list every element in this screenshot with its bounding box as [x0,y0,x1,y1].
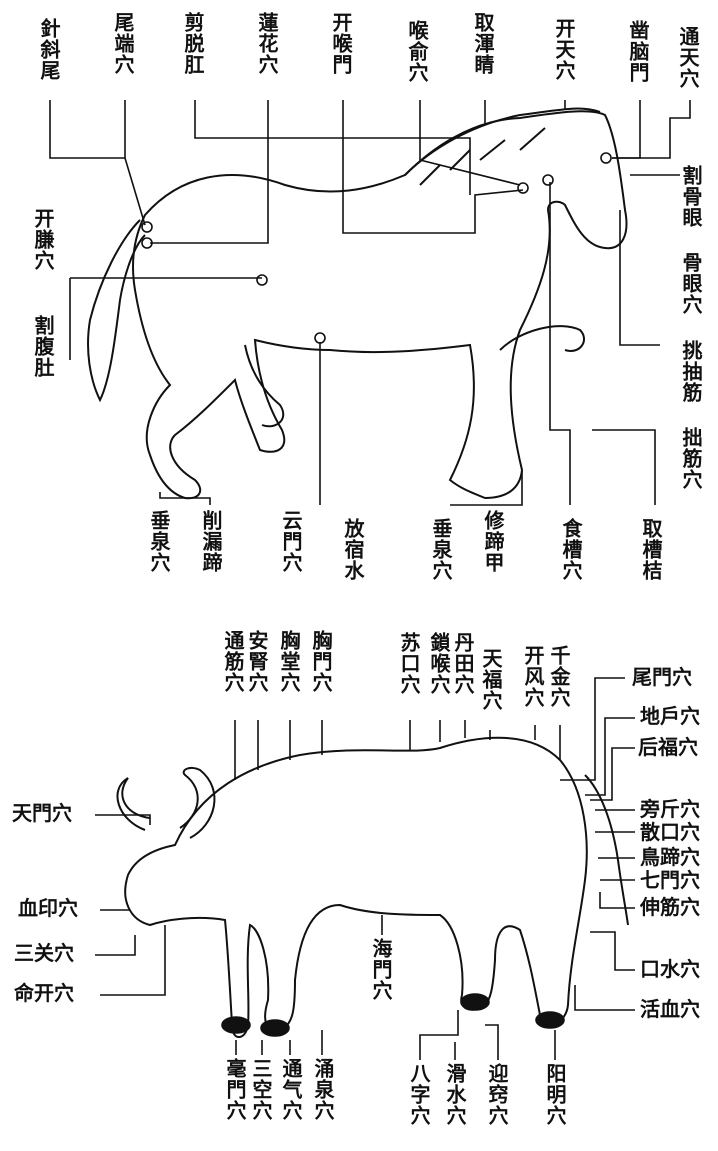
label-pang-jin-xue: 旁斤穴 [640,797,700,821]
horse-rear-leg-2 [244,344,285,428]
label-xiu-ti-jia: 修蹄甲 [481,510,505,573]
label-hai-men-xue: 海門穴 [369,938,393,1001]
horse-point-kai-qian [256,274,268,286]
label-tong-qi-xue: 通气穴 [279,1058,303,1121]
label-ge-fu-du: 割腹肚 [31,315,55,378]
horse-tail [87,219,146,403]
label-wei-duan-xue: 尾端穴 [111,12,135,75]
label-niao-ti-xue: 鳥蹄穴 [640,845,700,869]
label-fang-su-shui: 放宿水 [341,518,365,581]
label-kai-qian-xue: 开膁穴 [31,208,55,271]
label-chi-nao-men: 凿脑門 [626,20,650,83]
label-hou-yu-xue: 喉俞穴 [405,20,429,83]
label-qu-cao-jie: 取槽桔 [639,518,663,581]
buffalo-horn-right [179,766,216,839]
horse-mane [404,107,601,186]
horse-front-leg-2 [499,325,585,352]
label-yang-ming-xue: 阳明穴 [543,1063,567,1126]
label-tong-jin-xue: 通筋穴 [221,630,245,693]
buffalo-tail [584,774,629,926]
label-di-hu-xue: 地戶穴 [640,704,700,728]
label-shi-cao-xue: 食槽穴 [559,518,583,581]
label-ming-kai-xue: 命开穴 [14,981,74,1005]
label-qu-hun-jing: 取渾睛 [471,12,495,75]
label-tian-fu-xue: 天福穴 [479,648,503,711]
label-kai-tian-xue: 开天穴 [552,18,576,81]
buffalo-horn-left [116,777,151,831]
label-kai-hou-men: 开喉門 [329,12,353,75]
buffalo-hoof-2 [260,1019,290,1037]
buffalo-hoof-3 [460,993,490,1011]
label-lian-hua-xue: 蓮花穴 [255,12,279,75]
label-wei-men-xue: 尾門穴 [632,665,692,689]
label-suo-hou-xue: 鎖喉穴 [427,632,451,695]
label-dan-tian-xue: 丹田穴 [451,632,475,695]
label-kou-shui-xue: 口水穴 [640,957,700,981]
horse-outline [132,110,628,500]
horse-point-yun-men [314,332,326,344]
label-huo-xue-xue: 活血穴 [640,997,700,1021]
label-an-shen-xue: 安腎穴 [245,630,269,693]
label-qian-jin-xue: 千金穴 [547,645,571,708]
label-ying-qiao-xue: 迎窍穴 [485,1063,509,1126]
label-yong-quan-xue: 涌泉穴 [311,1058,335,1121]
label-zhuo-jin-xue: 拙筋穴 [679,427,703,490]
label-qi-men-xue: 七門穴 [640,868,700,892]
label-tong-tian-xue: 通天穴 [676,26,700,89]
horse-figure [87,107,628,500]
label-zhen-xie-wei: 針斜尾 [37,18,61,81]
horse-point-tong-tian [600,152,612,164]
label-xue-yin-xue: 血印穴 [18,896,78,920]
label-san-kong-xue: 三空穴 [249,1058,273,1121]
label-su-kou-xue: 苏口穴 [397,632,421,695]
horse-leader-lines [49,100,691,506]
buffalo-leader-lines [95,677,635,1060]
buffalo-hoof-4 [535,1011,565,1029]
label-kai-feng-xue: 开风穴 [521,645,545,708]
buffalo-figure [116,736,629,1038]
label-shen-jin-xue: 伸筋穴 [640,895,700,919]
label-yun-men-xue: 云門穴 [279,510,303,573]
label-san-kou-xue: 散口穴 [640,820,700,844]
label-chui-quan-xue-rear: 垂泉穴 [147,510,171,573]
label-tian-men-xue: 天門穴 [12,801,72,825]
label-jian-tuo-gang: 剪脱肛 [181,12,205,75]
label-ge-gu-yan: 割骨眼 [679,165,703,228]
label-ba-zi-xue: 八字穴 [407,1063,431,1126]
label-xiong-tang-xue: 胸堂穴 [277,630,301,693]
label-xiao-lou-ti: 削漏蹄 [199,510,223,573]
label-chui-quan-xue-front: 垂泉穴 [429,518,453,581]
horse-point-wei-duan [141,221,153,233]
buffalo-outline [124,736,588,1038]
label-gu-yan-xue: 骨眼穴 [679,252,703,315]
label-hua-shui-xue: 滑水穴 [443,1063,467,1126]
label-san-guan-xue: 三关穴 [14,941,74,965]
label-tiao-chou-jin: 挑抽筋 [679,340,703,403]
horse-point-kai-hou-men [542,174,554,186]
label-hao-men-xue: 毫門穴 [223,1058,247,1121]
label-hou-fu-xue: 后福穴 [638,735,698,759]
label-xiong-men-xue: 胸門穴 [309,630,333,693]
buffalo-hoof-1 [221,1016,251,1034]
